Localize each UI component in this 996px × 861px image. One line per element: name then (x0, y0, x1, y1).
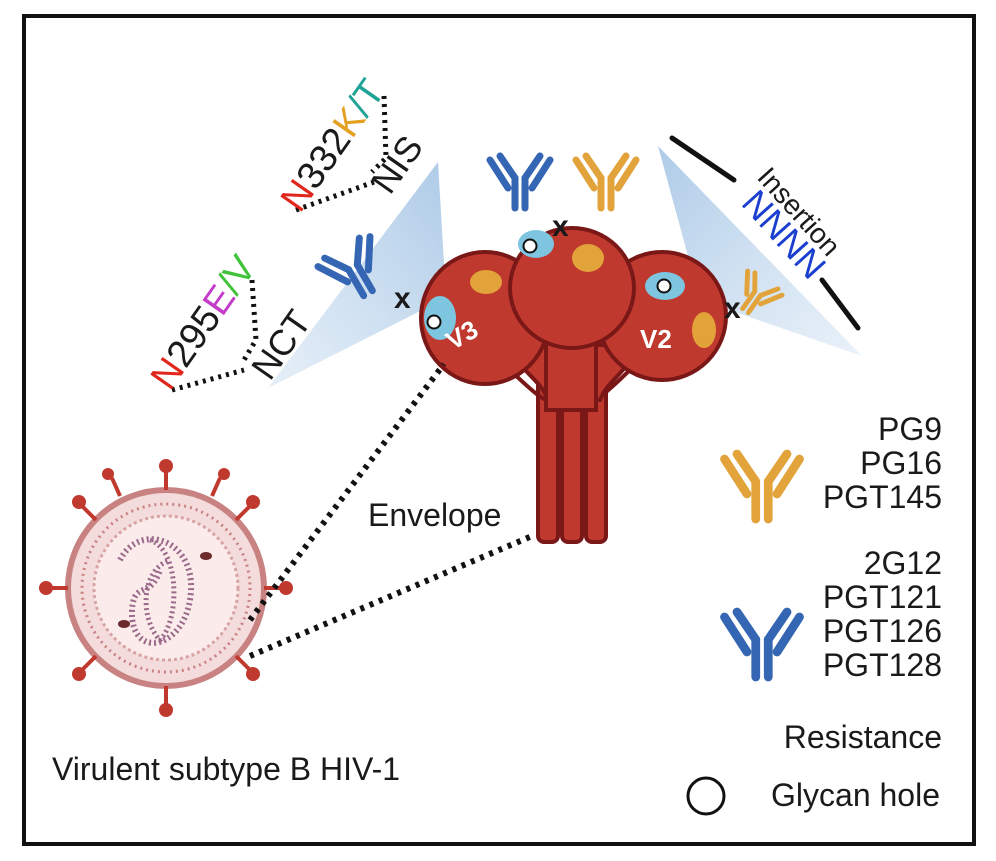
legend-gold-1: PG9 (878, 411, 942, 447)
legend-gold-3: PGT145 (823, 479, 942, 515)
binding-cone-right (658, 146, 862, 356)
zoom-connector-upper (247, 362, 447, 622)
glycan-hole-icon (686, 776, 726, 816)
envelope-label: Envelope (368, 497, 501, 533)
sequon-connector-top-base (295, 179, 375, 213)
block-mark: x (552, 210, 569, 243)
glycan-hole-icon (522, 238, 538, 254)
legend-glycan-hole: Glycan hole (771, 777, 940, 813)
glycan-hole-icon (656, 278, 672, 294)
virus-label: Virulent subtype B HIV-1 (52, 751, 400, 787)
region-v2-label: V2 (640, 324, 672, 354)
zoom-connector-lower (248, 533, 534, 659)
legend-blue-4: PGT128 (823, 647, 942, 683)
insertion-line-top (669, 135, 737, 183)
glycan-hole-icon (426, 314, 442, 330)
legend-blue-2: PGT121 (823, 579, 942, 615)
insertion-line-bottom (819, 277, 861, 331)
legend-blue-1: 2G12 (864, 545, 942, 581)
block-mark: x (724, 292, 741, 325)
virion-icon (39, 459, 293, 717)
legend-resistance: Resistance (784, 719, 942, 755)
legend-blue-3: PGT126 (823, 613, 942, 649)
legend: PG9 PG16 PGT145 2G12 PGT121 PGT126 PGT12… (686, 411, 942, 816)
binding-cone-left (268, 162, 446, 388)
block-mark: x (394, 282, 411, 315)
legend-gold-2: PG16 (860, 445, 942, 481)
